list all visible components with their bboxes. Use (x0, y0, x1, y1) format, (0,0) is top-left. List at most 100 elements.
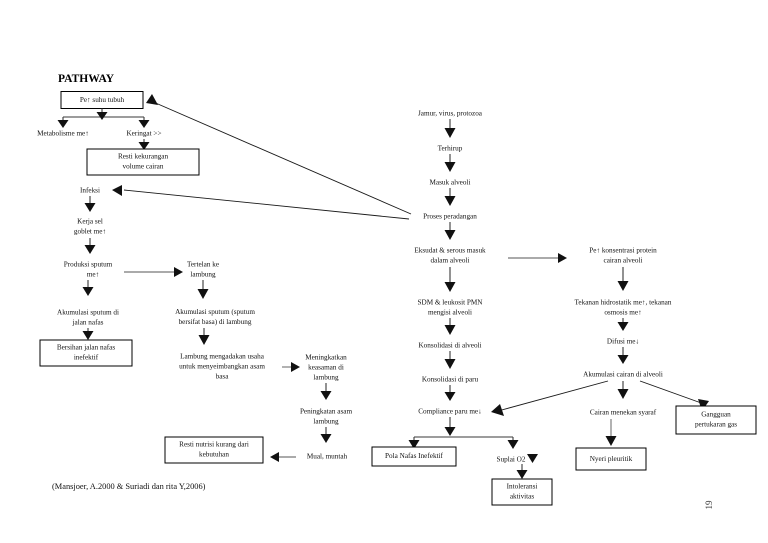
node-label-resti-cairan-line2: volume cairan (123, 163, 164, 171)
edge-peradangan-suhu-tubuh (150, 100, 412, 215)
arrowhead-to-difusi (617, 322, 629, 331)
node-label-sdm-line2: mengisi alveoli (428, 309, 472, 317)
arrowhead-to-akumulasi-cairan (617, 355, 629, 364)
node-label-intoleransi-line1: Intoleransi (507, 483, 538, 491)
node-label-keasaman-line3: lambung (313, 374, 339, 382)
node-label-protein-line1: Pe↑ konsentrasi protein (589, 247, 657, 255)
arrowhead-to-sdm (444, 282, 456, 292)
node-label-asam-lambung-line1: Peningkatan asam (300, 408, 353, 416)
node-label-usaha-lambung-line3: basa (216, 373, 230, 381)
arrowhead-to-suhu-tubuh (146, 94, 158, 105)
node-label-keasaman-line2: keasaman di (308, 364, 344, 372)
arrowhead-to-nyeri-pleuritik (605, 436, 617, 446)
node-box-gangguan (675, 405, 757, 435)
node-label-keasaman-line1: Meningkatkan (305, 354, 347, 362)
node-label-asam-lambung-line2: lambung (313, 418, 339, 426)
node-label-mual-muntah: Mual, muntah (307, 453, 348, 461)
arrowhead-to-konsolidasi-paru (444, 359, 456, 369)
node-label-resti-nutrisi-line2: kebutuhan (199, 451, 229, 459)
node-label-kerja-goblet-line2: goblet me↑ (74, 228, 106, 236)
node-label-bersihan-line2: inefektif (74, 354, 99, 362)
arrowhead-to-metabolisme (57, 120, 69, 128)
node-label-compliance: Compliance paru me↓ (418, 408, 481, 416)
arrowhead-to-mual-muntah (320, 434, 332, 443)
page-title: PATHWAY (58, 73, 115, 85)
arrowhead-to-akumulasi-lambung (197, 289, 209, 299)
arrowhead-to-resti-cairan (138, 142, 150, 150)
node-label-konsolidasi-paru: Konsolidasi di paru (422, 376, 479, 384)
edge-akumulasi-cairan-gangguan (639, 380, 705, 405)
arrowhead-to-eksudat (444, 230, 456, 240)
node-label-keringat: Keringat >> (126, 130, 161, 138)
arrowhead-to-infeksi (112, 185, 122, 196)
arrowhead-to-tertelan (174, 267, 183, 277)
edge-akumulasi-cairan-compliance (497, 380, 609, 412)
arrowhead-to-masuk-alveoli (444, 162, 456, 172)
node-label-nyeri-pleuritik: Nyeri pleuritik (590, 455, 633, 463)
arrowhead-to-pola-nafas (408, 440, 420, 449)
node-label-tekanan-line1: Tekanan hidrostatik me↑, tekanan (575, 299, 672, 307)
node-label-eksudat-line1: Eksudat & serous masuk (414, 247, 486, 255)
node-label-gangguan-line2: pertukaran gas (695, 421, 737, 429)
node-label-proses-peradangan: Proses peradangan (423, 213, 477, 221)
citation-text: (Mansjoer, A.2000 & Suriadi dan rita Y,2… (52, 482, 206, 491)
arrowhead-to-gangguan (698, 399, 709, 411)
arrowhead-cairan-to-compliance (491, 404, 504, 416)
node-label-akumulasi-lambung-line1: Akumulasi sputum (sputum (175, 308, 255, 316)
arrowhead-to-konsolidasi-alveoli (444, 325, 456, 335)
node-label-bersihan-line1: Bersihan jalan nafas (57, 344, 115, 352)
node-label-kerja-goblet-line1: Kerja sel (77, 218, 103, 226)
node-label-konsolidasi-alveoli: Konsolidasi di alveoli (418, 342, 481, 350)
edge-compliance-split (413, 417, 514, 441)
node-label-tertelan-line2: lambung (190, 271, 216, 279)
node-label-masuk-alveoli: Masuk alveoli (430, 179, 471, 187)
node-label-cairan-syaraf: Cairan menekan syaraf (590, 409, 657, 417)
arrowhead-to-tekanan (617, 281, 629, 291)
node-label-difusi: Difusi me↓ (607, 338, 639, 346)
arrowhead-to-terhirup (444, 128, 456, 138)
arrowhead-to-keasaman (291, 362, 300, 372)
node-label-akumulasi-cairan: Akumulasi cairan di alveoli (583, 371, 663, 379)
node-box-intoleransi (491, 478, 553, 506)
node-label-metabolisme: Metabolisme me↑ (37, 130, 89, 138)
arrowhead-to-resti-nutrisi (270, 452, 279, 462)
node-label-usaha-lambung-line1: Lambung mengadakan usaha (180, 353, 265, 361)
arrowhead-to-usaha-lambung (198, 335, 210, 345)
node-label-gangguan-line1: Gangguan (701, 411, 731, 419)
arrowhead-compliance-mid (444, 427, 456, 436)
arrowhead-suhu-mid (96, 112, 108, 120)
page-number: 19 (704, 500, 714, 510)
edge-peradangan-infeksi (123, 189, 410, 220)
node-label-eksudat-line2: dalam alveoli (431, 257, 470, 265)
arrowhead-suplai-o2-down (527, 454, 538, 463)
arrowhead-to-suplai-o2 (507, 440, 519, 449)
arrowhead-to-cairan-syaraf (617, 389, 629, 399)
node-label-tertelan-line1: Tertelan ke (187, 261, 219, 269)
node-label-suplai-o2: Suplai O2 (497, 456, 526, 464)
arrowhead-to-akumulasi-jalan (82, 287, 94, 296)
node-label-akumulasi-jalan-line2: jalan nafas (72, 319, 104, 327)
node-label-produksi-sputum-line1: Produksi sputum (64, 261, 113, 269)
arrowhead-to-bersihan (82, 331, 94, 340)
node-label-jamur: Jamur, virus, protozoa (418, 110, 483, 118)
node-label-pola-nafas: Pola Nafas Inefektif (385, 452, 443, 460)
node-label-resti-cairan-line1: Resti kekurangan (118, 153, 169, 161)
arrowhead-to-compliance (444, 392, 456, 401)
arrowhead-to-protein (558, 253, 567, 263)
node-label-akumulasi-jalan-line1: Akumulasi sputum di (57, 309, 119, 317)
node-label-resti-nutrisi-line1: Resti nutrisi kurang dari (179, 441, 249, 449)
node-box-resti-nutrisi (164, 436, 264, 464)
arrowhead-to-proses-peradangan (444, 196, 456, 206)
node-label-produksi-sputum-line2: me↑ (87, 271, 99, 279)
node-label-suhu-tubuh: Pe↑ suhu tubuh (80, 96, 125, 104)
node-box-resti-cairan (86, 148, 200, 176)
node-box-pola-nafas (371, 446, 457, 467)
arrowhead-to-keringat (138, 120, 150, 128)
node-box-nyeri-pleuritik (575, 447, 647, 471)
node-label-terhirup: Terhirup (438, 145, 463, 153)
node-label-intoleransi-line2: aktivitas (510, 493, 535, 501)
arrowhead-to-produksi-sputum (84, 245, 96, 254)
node-label-protein-line2: cairan alveoli (604, 257, 643, 265)
